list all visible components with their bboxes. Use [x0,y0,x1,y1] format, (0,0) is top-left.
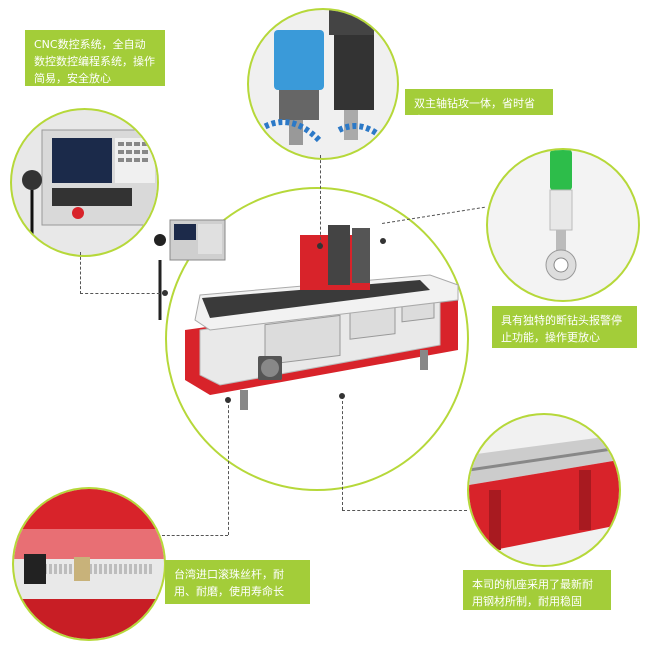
base-frame-circle [467,413,621,567]
callout-break-alarm: 具有独特的断钻头报警停止功能，操作更放心 [492,306,637,348]
leader-line-ballscrew [228,400,229,535]
leader-line-base [342,396,343,510]
pointer-dot-ballscrew [225,397,231,403]
leader-line-ballscrew-h [162,535,228,536]
ballscrew-circle [12,487,166,641]
pointer-dot-alarm [380,238,386,244]
leader-line-cnc [80,252,81,294]
cnc-panel-circle [10,108,159,257]
pointer-dot-cnc [162,290,168,296]
pointer-dot-base [339,393,345,399]
callout-machine-base: 本司的机座采用了最新耐用钢材所制，耐用稳固 [463,570,611,610]
callout-ball-screw: 台湾进口滚珠丝杆，耐用、耐磨，使用寿命长 [165,560,310,604]
alarm-light-circle [486,148,640,302]
callout-dual-spindle: 双主轴钻攻一体，省时省力 [405,89,553,127]
callout-cnc-system: CNC数控系统，全自动数控数控编程系统，操作简易，安全放心 [25,30,165,86]
leader-line-cnc-h [80,293,165,294]
leader-line-base-h [342,510,467,511]
leader-line-spindle [320,155,321,245]
spindle-circle [247,8,399,160]
main-machine-illustration [154,219,459,410]
pointer-dot-spindle [317,243,323,249]
